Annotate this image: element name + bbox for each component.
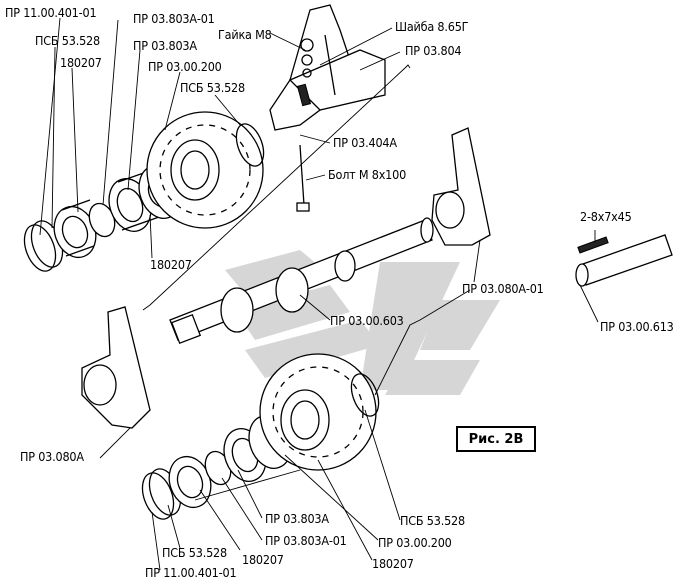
label-part: 2-8х7х45 bbox=[580, 209, 632, 224]
small-shaft bbox=[575, 234, 673, 287]
label-part: ПСБ 53.528 bbox=[400, 513, 465, 528]
label-part: ПР 03.804 bbox=[405, 43, 462, 58]
label-part: 180207 bbox=[60, 55, 102, 70]
label-part: ПР 03.080А-01 bbox=[462, 281, 544, 296]
lower-bearing-stack bbox=[141, 353, 380, 520]
left-bracket bbox=[81, 306, 151, 429]
label-part: ПР 11.00.401-01 bbox=[145, 565, 237, 580]
upper-bracket bbox=[269, 4, 386, 212]
label-part: ПСБ 53.528 bbox=[180, 80, 245, 95]
label-part: ПР 03.404А bbox=[333, 135, 397, 150]
label-part: ПР 03.00.603 bbox=[330, 313, 404, 328]
label-part: ПР 03.803А-01 bbox=[133, 11, 215, 26]
label-part: Шайба 8.65Г bbox=[395, 19, 469, 34]
label-part: ПР 03.803А-01 bbox=[265, 533, 347, 548]
label-part: 180207 bbox=[242, 552, 284, 567]
label-part: 180207 bbox=[150, 257, 192, 272]
label-part: ПСБ 53.528 bbox=[162, 545, 227, 560]
right-bracket bbox=[431, 127, 491, 246]
assembly-lines bbox=[142, 64, 471, 501]
label-part: Гайка М8 bbox=[218, 27, 272, 42]
leader-lines bbox=[39, 17, 599, 571]
label-part: ПР 03.803А bbox=[133, 38, 197, 53]
upper-bearing-stack bbox=[23, 111, 265, 272]
figure-caption: Рис. 2В bbox=[456, 426, 536, 452]
label-part: ПР 03.00.200 bbox=[378, 535, 452, 550]
label-part: ПСБ 53.528 bbox=[35, 33, 100, 48]
label-part: Болт М 8х100 bbox=[328, 167, 407, 182]
label-part: ПР 03.080А bbox=[20, 449, 84, 464]
label-part: ПР 11.00.401-01 bbox=[5, 5, 97, 20]
label-part: 180207 bbox=[372, 556, 414, 571]
label-part: ПР 03.00.613 bbox=[600, 319, 674, 334]
label-part: ПР 03.00.200 bbox=[148, 59, 222, 74]
label-part: ПР 03.803А bbox=[265, 511, 329, 526]
main-shaft bbox=[169, 217, 434, 345]
